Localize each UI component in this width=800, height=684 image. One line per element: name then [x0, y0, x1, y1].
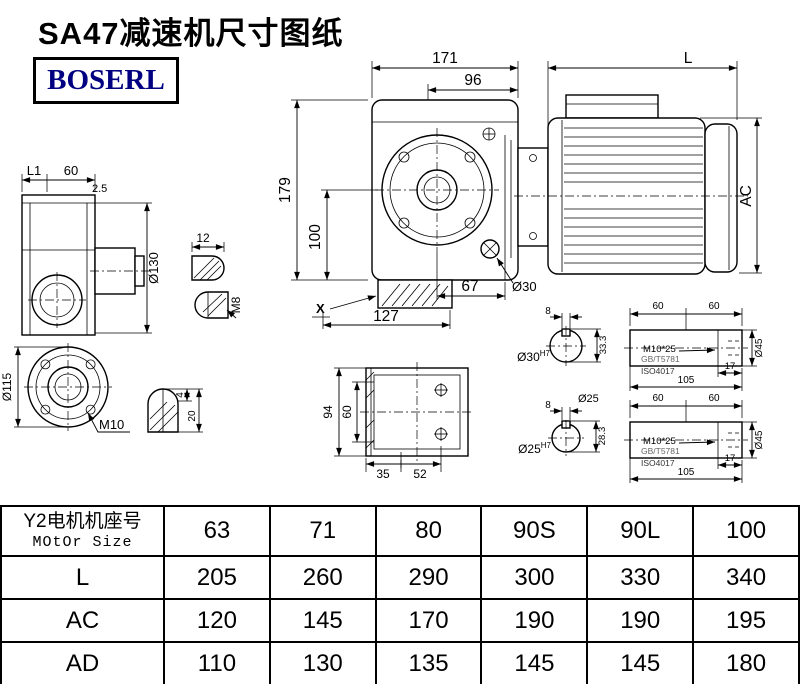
- AC-value-4: 190: [586, 598, 695, 643]
- AD-value-4: 145: [586, 641, 695, 684]
- dim-52-label: 52: [413, 467, 427, 481]
- shaft-dia-30-callout: Ø30: [512, 279, 537, 294]
- dim-105b-label: 105: [678, 467, 695, 478]
- dim-60-left-label: 60: [64, 163, 78, 178]
- bore-25H7-label: Ø25H7: [518, 441, 551, 456]
- dim-127-label: 127: [373, 308, 399, 325]
- mark-x-label: X: [316, 301, 325, 316]
- key-width-8-label: 8: [545, 306, 551, 317]
- header-line2: MOtOr Size: [32, 533, 133, 551]
- dim-100-label: 100: [307, 224, 324, 250]
- dim-AC-label: AC: [738, 185, 755, 207]
- dim-20-label: 20: [187, 410, 198, 422]
- dim-94-label: 94: [321, 405, 335, 419]
- key-width-8b-label: 8: [545, 400, 551, 411]
- AD-value-5: 180: [692, 641, 800, 684]
- side-view: L1 60 2.5 Ø130: [21, 163, 161, 336]
- thread-m10x25b-label: M10*25: [643, 436, 676, 447]
- dim-105-label: 105: [678, 375, 695, 386]
- header-line1: Y2电机机座号: [23, 511, 142, 533]
- drawing-canvas: 171 96: [0, 50, 765, 483]
- dim-2-5-label: 2.5: [92, 183, 107, 195]
- dia-45b-label: Ø45: [754, 430, 765, 449]
- boserl-logo: BOSERL: [33, 57, 179, 104]
- table-header-row: Y2电机机座号 MOtOr Size 63 71 80 90S 90L 100: [0, 505, 800, 557]
- AD-value-1: 130: [268, 641, 377, 684]
- dim-179-label: 179: [277, 177, 294, 203]
- dia-45-label: Ø45: [754, 338, 765, 357]
- dim-17b-label: 17: [725, 453, 736, 464]
- L-value-4: 330: [586, 555, 695, 600]
- key-detail-top: 12 M8: [191, 231, 243, 319]
- shaft-detail-25: Ø25 8 28.3 Ø25H7 60 60: [518, 393, 765, 483]
- AD-value-3: 145: [480, 641, 589, 684]
- technical-drawing: 171 96: [0, 50, 765, 483]
- size-col-5: 100: [692, 505, 800, 557]
- L-value-3: 300: [480, 555, 589, 600]
- callout-d25-label: Ø25: [578, 393, 599, 405]
- key-detail-bottom: 4 20: [147, 388, 203, 433]
- motor-size-header-cell: Y2电机机座号 MOtOr Size: [0, 505, 165, 557]
- dim-60-bottom-label: 60: [340, 405, 354, 419]
- row-AD-label: AD: [0, 641, 165, 684]
- AC-value-1: 145: [268, 598, 377, 643]
- L-value-5: 340: [692, 555, 800, 600]
- bottom-view: 94 60 35 52: [321, 362, 474, 481]
- std-gb-b-label: GB/T5781: [641, 446, 680, 456]
- len-60c-label: 60: [652, 393, 664, 404]
- bore-30H7-label: Ø30H7: [517, 349, 550, 364]
- L-value-0: 205: [163, 555, 271, 600]
- size-col-0: 63: [163, 505, 271, 557]
- len-60b-label: 60: [708, 301, 720, 312]
- row-AC-label: AC: [0, 598, 165, 643]
- table-row-L: L 205 260 290 300 330 340: [0, 555, 800, 600]
- table-row-AD: AD 110 130 135 145 145 180: [0, 641, 800, 684]
- dim-17-label: 17: [725, 361, 736, 372]
- key-height-28-label: 28.3: [597, 427, 608, 446]
- dim-12-label: 12: [196, 231, 210, 245]
- size-col-4: 90L: [586, 505, 695, 557]
- dim-4-label: 4: [175, 392, 186, 398]
- key-height-33-label: 33.3: [598, 336, 609, 355]
- dim-67-label: 67: [461, 278, 478, 295]
- size-col-2: 80: [374, 505, 483, 557]
- size-col-3: 90S: [480, 505, 589, 557]
- page-title: SA47减速机尺寸图纸: [38, 16, 344, 51]
- AD-value-2: 135: [374, 641, 483, 684]
- AC-value-0: 120: [163, 598, 271, 643]
- boserl-logo-text: BOSERL: [47, 64, 165, 96]
- dim-d115-label: Ø115: [0, 372, 14, 401]
- L-value-1: 260: [268, 555, 377, 600]
- len-60d-label: 60: [708, 393, 720, 404]
- AC-value-2: 170: [374, 598, 483, 643]
- size-col-1: 71: [268, 505, 377, 557]
- dim-35-label: 35: [376, 467, 390, 481]
- len-60a-label: 60: [652, 301, 664, 312]
- L-value-2: 290: [374, 555, 483, 600]
- std-iso-b-label: ISO4017: [641, 458, 675, 468]
- row-L-label: L: [0, 555, 165, 600]
- thread-m10-label: M10: [99, 417, 124, 432]
- dim-96-label: 96: [464, 72, 481, 89]
- dim-171-label: 171: [432, 50, 458, 67]
- dim-d130-label: Ø130: [146, 252, 161, 284]
- dim-L-label: L: [684, 50, 693, 67]
- std-gb-label: GB/T5781: [641, 354, 680, 364]
- motor-view: L AC: [514, 50, 762, 275]
- AC-value-3: 190: [480, 598, 589, 643]
- dim-L1-label: L1: [27, 163, 41, 178]
- front-view: 171 96: [277, 50, 537, 329]
- table-row-AC: AC 120 145 170 190 190 195: [0, 598, 800, 643]
- std-iso-label: ISO4017: [641, 366, 675, 376]
- motor-size-table: Y2电机机座号 MOtOr Size 63 71 80 90S 90L 100 …: [0, 505, 800, 684]
- thread-m8-label: M8: [229, 296, 243, 313]
- flange-view: Ø115 M10: [0, 343, 130, 433]
- thread-m10x25-label: M10*25: [643, 344, 676, 355]
- shaft-detail-30: 8 33.3 Ø30H7 60 60 M10*25 GB/T5781 ISO40…: [517, 301, 765, 391]
- AC-value-5: 195: [692, 598, 800, 643]
- AD-value-0: 110: [163, 641, 271, 684]
